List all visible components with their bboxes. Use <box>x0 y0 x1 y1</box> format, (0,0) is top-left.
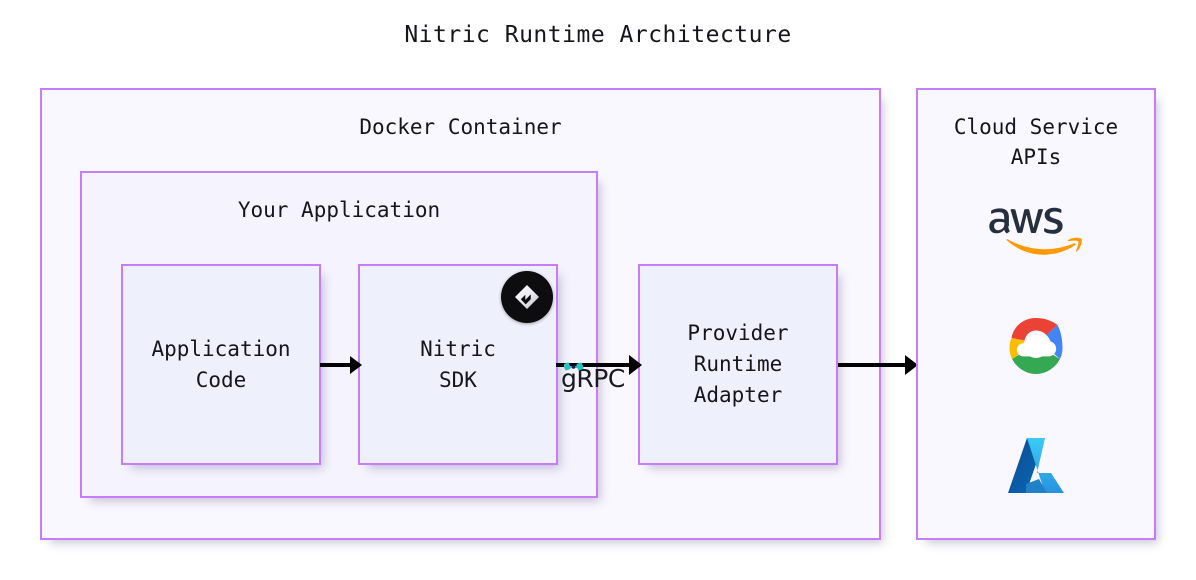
grpc-logo-icon <box>564 362 584 371</box>
google-cloud-logo <box>986 312 1086 386</box>
provider-runtime-adapter-box: Provider Runtime Adapter <box>638 264 838 465</box>
page-title: Nitric Runtime Architecture <box>404 22 792 48</box>
grpc-text: gRPC <box>561 364 625 393</box>
application-code-box: Application Code <box>121 264 321 465</box>
application-code-label: Application Code <box>151 336 291 392</box>
aws-logo <box>986 194 1086 268</box>
cloud-services-label: Cloud Service APIs <box>953 115 1119 169</box>
your-application-label: Your Application <box>237 198 441 222</box>
arrow-adapter-to-cloud-icon <box>838 355 918 375</box>
nitric-sdk-label: Nitric SDK <box>420 336 496 392</box>
grpc-connection-label: gRPC <box>561 362 625 393</box>
provider-runtime-adapter-label: Provider Runtime Adapter <box>687 321 789 407</box>
cloud-logo-list <box>918 194 1154 504</box>
arrow-code-to-sdk-icon <box>320 356 362 374</box>
cloud-services-panel: Cloud Service APIs <box>916 88 1156 540</box>
docker-container-label: Docker Container <box>359 115 562 139</box>
nitric-logo-icon <box>501 271 553 323</box>
azure-logo <box>986 430 1086 504</box>
